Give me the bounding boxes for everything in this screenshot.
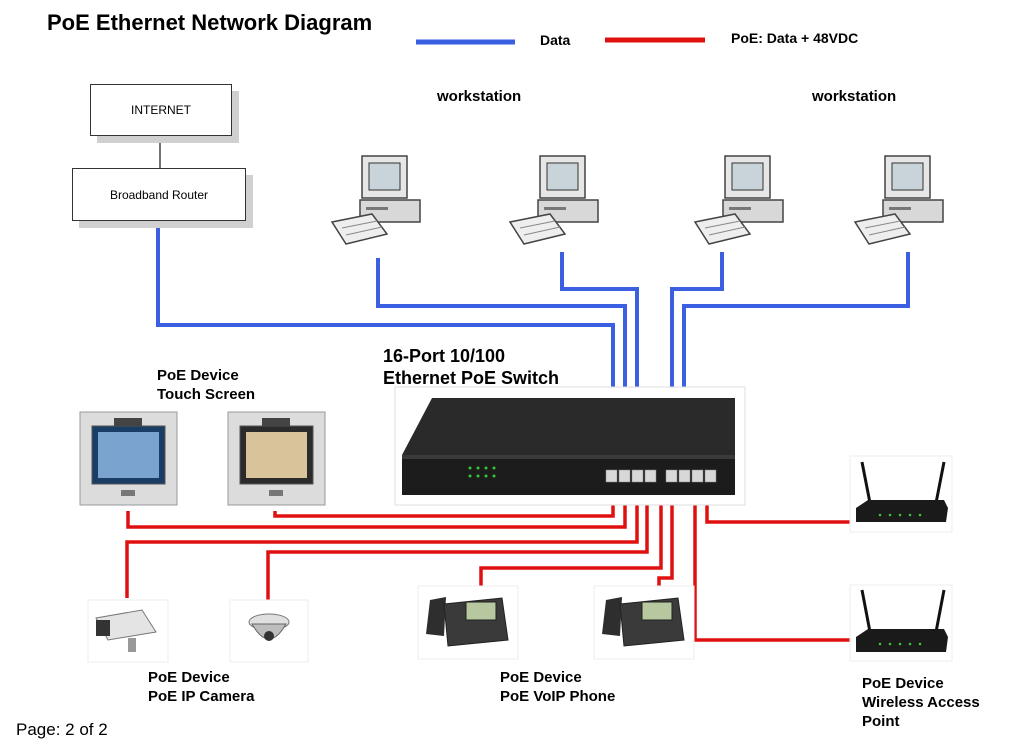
voip-label: PoE Device PoE VoIP Phone (500, 668, 615, 706)
wap-label-line2: Wireless Access (862, 694, 980, 711)
switch-label: 16-Port 10/100 Ethernet PoE Switch (383, 345, 559, 389)
voip-label-line2: PoE VoIP Phone (500, 688, 616, 705)
workstation-3 (693, 155, 784, 245)
wap-label: PoE Device Wireless Access Point (862, 674, 980, 731)
touch-screen-label: PoE Device Touch Screen (157, 366, 255, 404)
cable-ws3 (670, 252, 724, 462)
wap-label-line3: Point (862, 713, 900, 730)
cable-voip2 (657, 492, 674, 588)
camera-label-line1: PoE Device (148, 669, 230, 686)
workstation-right-label: workstation (812, 88, 897, 105)
workstation-1 (330, 155, 421, 245)
workstation-4 (853, 155, 944, 245)
touch-screen-2 (227, 411, 326, 506)
switch-label-line2: Ethernet PoE Switch (383, 368, 560, 388)
wireless-ap-lower (849, 584, 953, 662)
voip-label-line1: PoE Device (500, 669, 582, 686)
cable-cam2 (266, 492, 649, 600)
cable-cam1 (125, 492, 639, 598)
cable-voip1 (479, 492, 663, 588)
poe-switch (394, 386, 746, 506)
cable-ws4 (682, 252, 910, 462)
page-indicator: Page: 2 of 2 (16, 720, 108, 739)
diagram-title: PoE Ethernet Network Diagram (47, 10, 373, 35)
legend-data-label: Data (540, 32, 571, 48)
wireless-ap-upper (849, 455, 953, 533)
touch-screen-1 (79, 411, 178, 506)
voip-phone-2 (593, 585, 695, 660)
cable-ws1 (376, 258, 627, 462)
workstation-2 (508, 155, 599, 245)
cable-wap-lower (693, 492, 850, 642)
touch-label-line1: PoE Device (157, 367, 239, 384)
switch-label-line1: 16-Port 10/100 (383, 346, 506, 366)
router-box: Broadband Router (72, 168, 246, 221)
touch-label-line2: Touch Screen (157, 386, 256, 403)
router-label: Broadband Router (109, 187, 209, 202)
workstation-left-label: workstation (437, 88, 522, 105)
camera-label-line2: PoE IP Camera (148, 688, 255, 705)
cable-ws2 (560, 252, 639, 462)
ip-camera-1 (87, 599, 169, 663)
legend-poe-label: PoE: Data + 48VDC (731, 30, 859, 46)
wap-label-line1: PoE Device (862, 675, 944, 692)
ip-camera-2 (229, 599, 309, 663)
internet-box: INTERNET (90, 84, 232, 136)
cable-touch1 (126, 492, 627, 529)
internet-label: INTERNET (131, 103, 191, 117)
voip-phone-1 (417, 585, 519, 660)
camera-label: PoE Device PoE IP Camera (148, 668, 254, 706)
